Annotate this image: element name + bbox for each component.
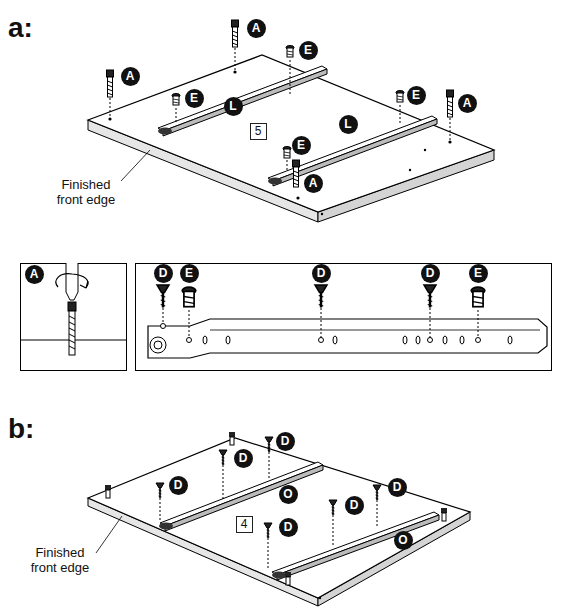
callout-letter: D [426,266,435,280]
callout-letter: D [239,451,248,465]
callout-letter: L [344,117,351,131]
callout-letter: A [126,69,135,83]
callout-circle: E [180,264,199,283]
cam-pins-b [105,432,447,585]
cam-pin [447,90,454,117]
callout-circle: E [407,86,426,105]
callout-letter: A [309,176,318,190]
callout-circle: D [234,449,253,468]
wood-screw [264,523,272,538]
callout-letter: O [398,533,407,547]
callout-circle: O [394,531,413,550]
callout-circle: A [304,174,323,193]
callout-circle: L [339,115,358,134]
callout-circle: L [224,97,243,116]
callout-circle: D [276,432,295,451]
cam-pin [232,20,239,47]
edge-note: Finished front edge [50,177,122,207]
wood-screw [219,450,227,465]
euro-screw [396,91,404,103]
callout-circle: O [279,485,298,504]
callout-circle: D [388,478,407,497]
callout-circle: E [299,41,318,60]
wood-screw [156,483,164,498]
euro-screw [471,287,485,307]
wood-screw [265,437,273,452]
section-label: b: [8,413,34,445]
rail-detail [148,308,547,358]
leader-line [121,150,150,181]
callout-circle: A [121,67,140,86]
callout-letter: L [229,99,236,113]
callout-circle: A [458,94,477,113]
callout-circle: E [292,136,311,155]
section-label: a: [8,12,33,44]
callout-letter: D [281,434,290,448]
step-number: 5 [255,124,262,138]
board-a [88,55,494,222]
slide-rail [159,462,439,580]
callout-circle: D [169,476,188,495]
callout-letter: D [317,266,326,280]
wood-screw [157,285,169,308]
leader-line [96,516,122,553]
callout-circle: D [154,264,173,283]
wood-screw [315,285,327,308]
wood-screw [424,285,436,308]
screwdriver-detail [20,263,126,355]
callout-letter: E [185,266,193,280]
callout-circle: E [185,89,204,108]
detail-frames [21,264,552,371]
callout-letter: A [252,21,261,35]
callout-letter: E [474,266,482,280]
callout-letter: E [297,138,305,152]
callout-letter: D [159,266,168,280]
euro-screw [283,147,291,159]
callout-circle: A [25,265,44,284]
callout-letter: O [283,487,292,501]
callout-circle: D [312,264,331,283]
cam-pin [293,160,300,187]
euro-screw [172,94,180,106]
euro-screw [182,287,196,307]
callout-letter: D [350,498,359,512]
callout-circle: D [421,264,440,283]
callout-circle: D [345,496,364,515]
callout-letter: D [284,520,293,534]
callout-letter: A [30,267,39,281]
wood-screw [329,500,337,515]
callout-letter: E [304,43,312,57]
screw-fittings-a [110,48,450,172]
callout-letter: E [412,88,420,102]
step-number-box: 5 [250,123,267,140]
callout-letter: D [393,480,402,494]
callout-circle: A [247,19,266,38]
edge-note: Finished front edge [24,545,96,575]
euro-screw [286,46,294,58]
screw-lines-b [160,452,377,568]
step-number: 4 [241,517,248,531]
board-b [88,438,470,606]
step-number-box: 4 [236,516,253,533]
callout-letter: E [190,91,198,105]
cam-pin [107,70,114,97]
callout-circle: D [279,518,298,537]
callout-circle: E [469,264,488,283]
wood-screw [373,485,381,500]
callout-letter: A [463,96,472,110]
slide-rail [158,66,437,186]
callout-letter: D [174,478,183,492]
